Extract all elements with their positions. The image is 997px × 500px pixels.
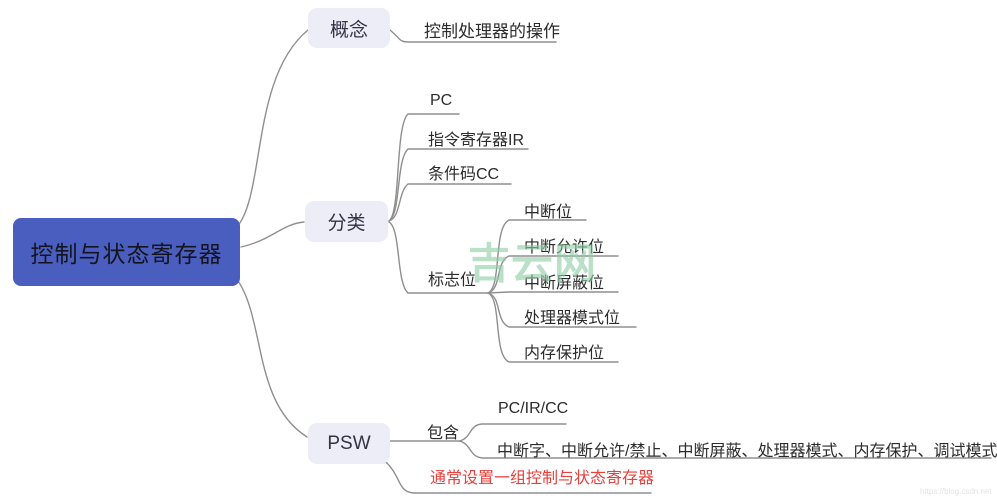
edge-flag-interrupt-enable-bit — [487, 255, 619, 294]
edge-psw-note — [384, 460, 652, 494]
leaf-concept-definition: 控制处理器的操作 — [424, 22, 560, 41]
leaf-interrupt-enable-bit: 中断允许位 — [524, 239, 605, 256]
node-concept: 概念 — [308, 8, 390, 48]
edge-contains-wordlist — [459, 440, 992, 459]
edge-flag-interrupt-bit — [487, 219, 587, 294]
node-classification: 分类 — [305, 201, 388, 242]
url-watermark: https://blog.csdn.net — [920, 487, 992, 496]
leaf-interrupt-bit: 中断位 — [524, 204, 573, 221]
leaf-instruction-register-ir: 指令寄存器IR — [428, 132, 525, 149]
edge-classification-cc — [388, 183, 512, 222]
leaf-psw-note: 通常设置一组控制与状态寄存器 — [430, 470, 655, 487]
edge-root-concept — [235, 29, 309, 229]
edge-flag-memory-protect-bit — [487, 292, 619, 363]
root-node-control-status-registers: 控制与状态寄存器 — [13, 218, 240, 286]
node-flag-bits: 标志位 — [428, 272, 477, 289]
edge-flag-interrupt-mask-bit — [487, 291, 619, 294]
edge-classification-pc — [388, 113, 460, 222]
leaf-processor-mode-bit: 处理器模式位 — [524, 310, 621, 327]
leaf-interrupt-mask-bit: 中断屏蔽位 — [524, 275, 605, 292]
node-contains: 包含 — [427, 425, 460, 442]
edge-root-classification — [240, 221, 305, 248]
edge-contains-pcircc — [459, 423, 567, 442]
site-watermark: 吉云网 — [468, 240, 598, 287]
leaf-pc-ir-cc: PC/IR/CC — [498, 400, 569, 417]
leaf-condition-code-cc: 条件码CC — [428, 166, 500, 183]
edge-classification-flagbits — [388, 221, 489, 294]
edge-flag-processor-mode-bit — [487, 292, 637, 328]
edge-root-psw — [235, 277, 308, 438]
edge-classification-ir — [388, 148, 529, 222]
node-psw: PSW — [308, 423, 390, 464]
leaf-psw-word-list: 中断字、中断允许/禁止、中断屏蔽、处理器模式、内存保护、调试模式 — [497, 443, 997, 460]
leaf-pc: PC — [430, 92, 453, 109]
leaf-memory-protect-bit: 内存保护位 — [524, 345, 605, 362]
edge-concept-definition — [389, 29, 557, 43]
